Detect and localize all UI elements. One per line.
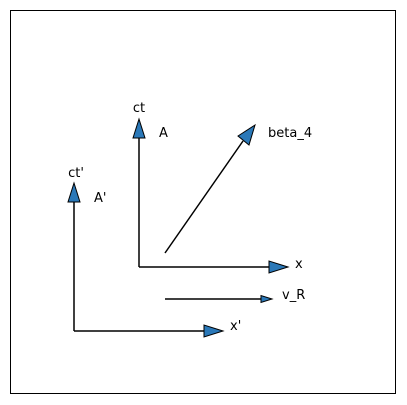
ct-prime-axis-label: ct' bbox=[68, 166, 84, 181]
x-axis-label: x bbox=[295, 257, 303, 272]
ct-prime-axis-arrowhead bbox=[67, 181, 81, 203]
beta-arrowhead bbox=[237, 123, 256, 146]
ct-axis-label: ct bbox=[133, 101, 145, 116]
x-prime-axis-label: x' bbox=[230, 319, 241, 334]
ct-axis-arrowhead bbox=[132, 117, 146, 139]
beta-line bbox=[164, 140, 244, 254]
x-prime-axis-arrowhead bbox=[203, 324, 225, 338]
event-a-prime-label: A' bbox=[94, 191, 106, 206]
beta-label: beta_4 bbox=[268, 126, 312, 141]
plot-frame bbox=[10, 10, 396, 394]
velocity-arrowhead bbox=[260, 294, 274, 304]
velocity-label: v_R bbox=[282, 288, 305, 303]
event-a-label: A bbox=[159, 126, 168, 141]
x-axis-arrowhead bbox=[268, 260, 290, 274]
